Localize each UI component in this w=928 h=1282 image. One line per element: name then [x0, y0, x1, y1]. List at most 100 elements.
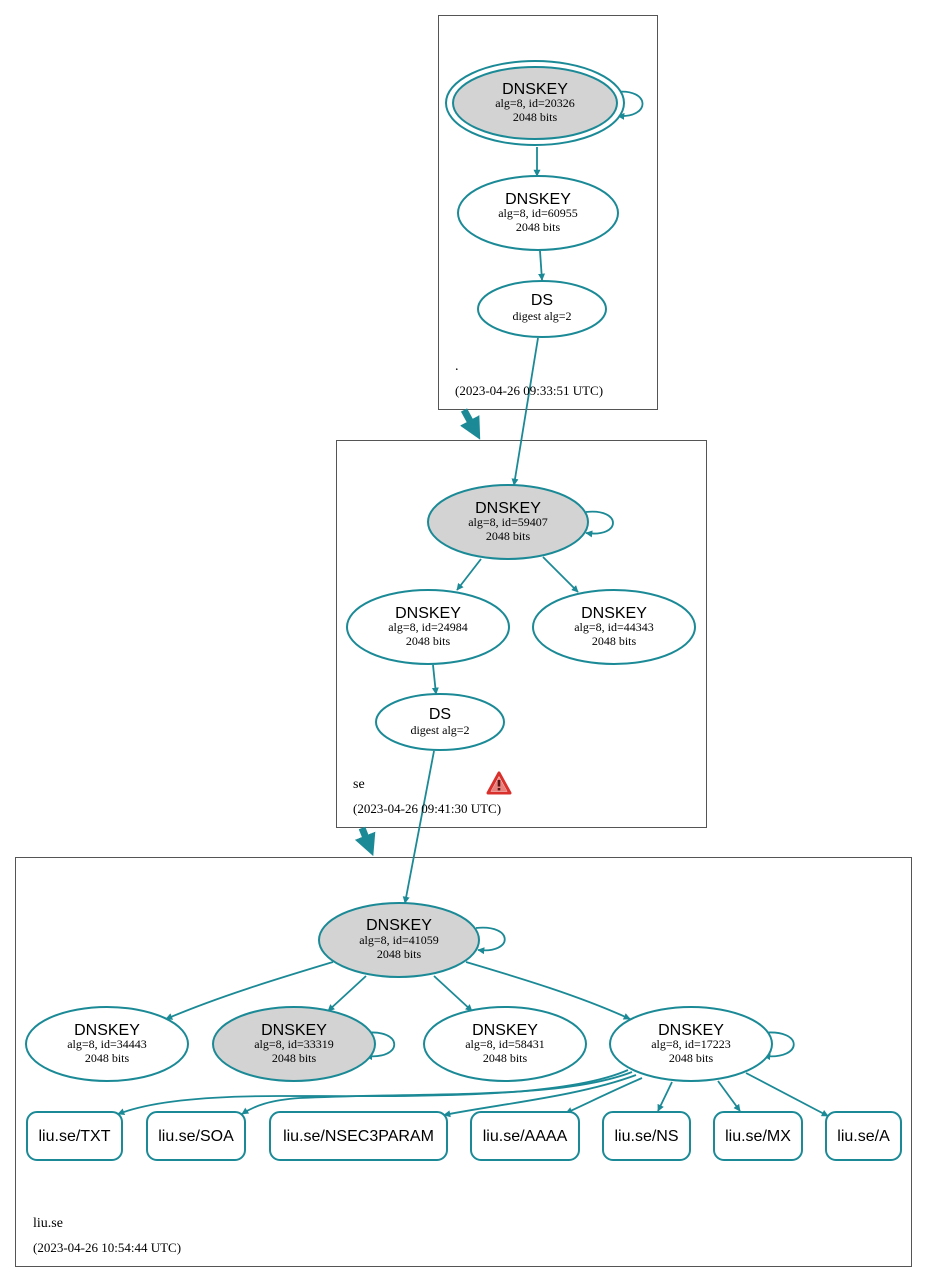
edge-liu-k4-to-mx [717, 1080, 741, 1112]
rrset-txt-label: liu.se/TXT [38, 1128, 110, 1145]
node-se-ds-shape [375, 693, 505, 751]
node-liu-ksk-line2: 2048 bits [377, 947, 422, 961]
node-root-ksk[interactable]: DNSKEY alg=8, id=20326 2048 bits [445, 60, 625, 146]
delegation-root-to-se-arrow [460, 408, 481, 440]
node-liu-key-33319-line1: alg=8, id=33319 [254, 1037, 334, 1051]
node-se-ksk-shape [427, 484, 589, 560]
node-liu-ksk-title: DNSKEY [366, 917, 432, 934]
zone-se-name: se [353, 777, 365, 792]
edge-liu-k4-to-a [745, 1072, 829, 1117]
node-se-ds-title: DS [429, 706, 451, 723]
edge-root-zsk-to-ds [538, 250, 546, 281]
edge-liu-ksk-self [475, 926, 506, 955]
node-liu-key-58431[interactable]: DNSKEY alg=8, id=58431 2048 bits [423, 1006, 587, 1082]
edge-liu-ksk-to-k2 [327, 975, 367, 1012]
node-se-ds-line1: digest alg=2 [410, 723, 469, 737]
node-liu-key-17223-title: DNSKEY [658, 1022, 724, 1039]
zone-root-box [438, 15, 658, 410]
rrset-soa-label: liu.se/SOA [158, 1128, 234, 1145]
edge-se-zsk1-to-ds [431, 664, 439, 695]
node-se-ksk-line1: alg=8, id=59407 [468, 515, 548, 529]
zone-root-timestamp: (2023-04-26 09:33:51 UTC) [455, 383, 603, 398]
rrset-nsec3param-shape [269, 1111, 448, 1161]
edge-se-ds-to-liu-ksk [402, 750, 435, 904]
node-liu-key-34443-title: DNSKEY [74, 1022, 140, 1039]
node-root-ds[interactable]: DS digest alg=2 [477, 280, 607, 338]
node-se-zsk-24984-line1: alg=8, id=24984 [388, 620, 468, 634]
node-liu-ksk-line1: alg=8, id=41059 [359, 933, 439, 947]
warning-triangle-icon[interactable] [486, 771, 512, 795]
node-liu-key-33319-shape [212, 1006, 376, 1082]
node-liu-key-34443[interactable]: DNSKEY alg=8, id=34443 2048 bits [25, 1006, 189, 1082]
node-liu-key-34443-line1: alg=8, id=34443 [67, 1037, 147, 1051]
node-root-ksk-title: DNSKEY [502, 81, 568, 98]
node-root-zsk-line2: 2048 bits [516, 220, 561, 234]
node-liu-key-17223[interactable]: DNSKEY alg=8, id=17223 2048 bits [609, 1006, 773, 1082]
node-liu-ksk[interactable]: DNSKEY alg=8, id=41059 2048 bits [318, 902, 480, 978]
rrset-mx[interactable]: liu.se/MX [713, 1111, 803, 1161]
rrset-soa-shape [146, 1111, 246, 1161]
rrset-soa[interactable]: liu.se/SOA [146, 1111, 246, 1161]
node-liu-key-33319-line2: 2048 bits [272, 1051, 317, 1065]
rrset-aaaa[interactable]: liu.se/AAAA [470, 1111, 580, 1161]
zone-liu-timestamp: (2023-04-26 10:54:44 UTC) [33, 1240, 181, 1255]
edge-liu-ksk-to-k4 [465, 961, 631, 1020]
node-se-zsk-24984-shape [346, 589, 510, 665]
node-root-zsk-shape [457, 175, 619, 251]
node-se-zsk-44343[interactable]: DNSKEY alg=8, id=44343 2048 bits [532, 589, 696, 665]
node-se-zsk-44343-shape [532, 589, 696, 665]
node-se-ksk[interactable]: DNSKEY alg=8, id=59407 2048 bits [427, 484, 589, 560]
node-liu-key-34443-shape [25, 1006, 189, 1082]
node-root-ds-line1: digest alg=2 [512, 309, 571, 323]
rrset-txt[interactable]: liu.se/TXT [26, 1111, 123, 1161]
node-se-zsk-44343-title: DNSKEY [581, 605, 647, 622]
node-root-zsk[interactable]: DNSKEY alg=8, id=60955 2048 bits [457, 175, 619, 251]
rrset-a[interactable]: liu.se/A [825, 1111, 902, 1161]
node-liu-key-17223-line1: alg=8, id=17223 [651, 1037, 731, 1051]
edge-liu-k4-to-ns [657, 1081, 673, 1112]
zone-liu-box [15, 857, 912, 1267]
node-root-ksk-line1: alg=8, id=20326 [495, 96, 575, 110]
node-se-zsk-24984-line2: 2048 bits [406, 634, 451, 648]
delegation-se-to-liu-arrow [354, 826, 376, 857]
node-liu-key-34443-line2: 2048 bits [85, 1051, 130, 1065]
edge-liu-k4-self [761, 1031, 795, 1061]
rrset-a-label: liu.se/A [837, 1128, 890, 1145]
rrset-ns-label: liu.se/NS [614, 1128, 678, 1145]
node-se-zsk-24984[interactable]: DNSKEY alg=8, id=24984 2048 bits [346, 589, 510, 665]
edge-liu-k4-to-txt [117, 1069, 629, 1116]
edge-se-ksk-self [585, 510, 614, 538]
node-se-ksk-line2: 2048 bits [486, 529, 531, 543]
edge-root-ds-to-se-ksk [511, 337, 539, 486]
edge-se-ksk-to-zsk2 [542, 556, 579, 593]
node-liu-key-58431-title: DNSKEY [472, 1022, 538, 1039]
node-liu-key-33319[interactable]: DNSKEY alg=8, id=33319 2048 bits [212, 1006, 376, 1082]
zone-root-name: . [455, 359, 459, 374]
node-se-ds[interactable]: DS digest alg=2 [375, 693, 505, 751]
node-root-ksk-shape [452, 66, 618, 140]
rrset-aaaa-shape [470, 1111, 580, 1161]
node-liu-key-33319-title: DNSKEY [261, 1022, 327, 1039]
edge-liu-k4-to-aaaa [565, 1077, 643, 1114]
node-se-zsk-44343-line2: 2048 bits [592, 634, 637, 648]
node-se-ksk-title: DNSKEY [475, 500, 541, 517]
node-liu-key-58431-line2: 2048 bits [483, 1051, 528, 1065]
rrset-ns[interactable]: liu.se/NS [602, 1111, 691, 1161]
rrset-a-shape [825, 1111, 902, 1161]
edge-liu-k4-to-soa [241, 1071, 633, 1115]
edge-liu-k4-to-nsec3param [443, 1074, 637, 1118]
rrset-nsec3param[interactable]: liu.se/NSEC3PARAM [269, 1111, 448, 1161]
node-root-zsk-line1: alg=8, id=60955 [498, 206, 578, 220]
zone-liu-name: liu.se [33, 1216, 63, 1231]
node-root-ds-title: DS [531, 292, 553, 309]
node-root-ksk-line2: 2048 bits [513, 110, 558, 124]
zone-se-timestamp: (2023-04-26 09:41:30 UTC) [353, 801, 501, 816]
rrset-aaaa-label: liu.se/AAAA [483, 1128, 568, 1145]
rrset-txt-shape [26, 1111, 123, 1161]
rrset-nsec3param-label: liu.se/NSEC3PARAM [283, 1128, 434, 1145]
rrset-mx-label: liu.se/MX [725, 1128, 791, 1145]
edge-se-ksk-to-zsk1 [456, 558, 482, 591]
node-liu-key-17223-shape [609, 1006, 773, 1082]
node-liu-key-17223-line2: 2048 bits [669, 1051, 714, 1065]
